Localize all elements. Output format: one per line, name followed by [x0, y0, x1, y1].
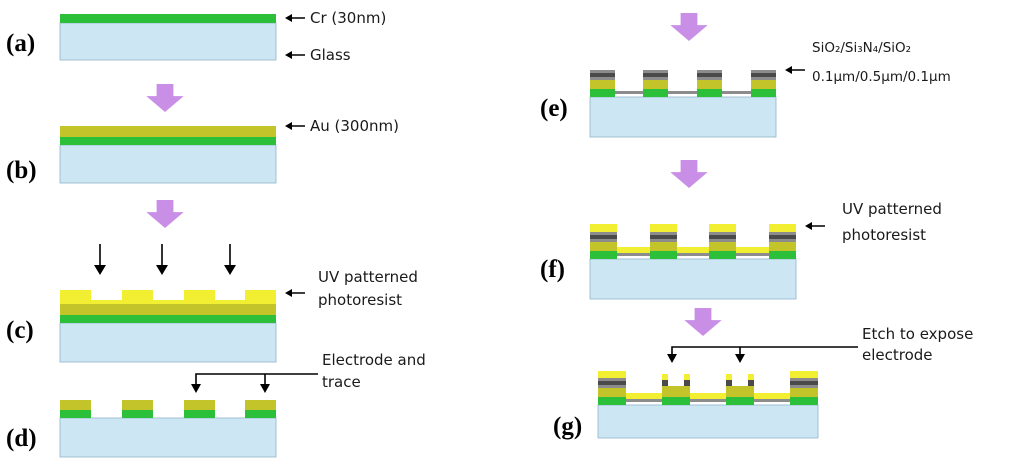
step-a: (a) Cr (30nm) Glass: [6, 9, 386, 64]
step-f-label: (f): [540, 256, 565, 283]
au-label: Au (300nm): [310, 117, 399, 135]
etched-electrodes: [598, 371, 818, 405]
glass-pointer: [285, 51, 305, 59]
glass-substrate: [589, 96, 777, 138]
step-a-label: (a): [6, 30, 35, 57]
gold-layer: [60, 126, 276, 137]
down-arrow-icon: [191, 384, 201, 393]
photoresist-c-label-line1: UV patterned: [318, 268, 418, 286]
glass-substrate: [589, 258, 797, 300]
photoresist-fill: [598, 393, 818, 399]
photoresist-f-label-line1: UV patterned: [842, 200, 942, 218]
step-g-label: (g): [553, 413, 582, 440]
gold-layer: [60, 304, 276, 315]
step-d: (d) Electrode and trace: [6, 351, 426, 458]
uv-exposure-arrows: [94, 244, 236, 275]
etch-label-line1: Etch to expose: [862, 325, 973, 343]
flow-arrow-icon: [670, 13, 708, 41]
photoresist-pattern: [60, 290, 276, 304]
flow-arrow-icon: [684, 308, 722, 336]
au-pointer: [285, 122, 305, 130]
step-e-label: (e): [540, 95, 568, 122]
glass-substrate: [59, 322, 277, 363]
photoresist-fill: [590, 247, 796, 253]
cr-pointer: [285, 14, 305, 22]
step-d-label: (d): [6, 425, 37, 452]
flow-arrow-icon: [146, 200, 184, 228]
down-arrow-icon: [94, 265, 106, 275]
glass-substrate: [59, 22, 277, 61]
step-b: (b) Au (300nm): [6, 117, 399, 184]
electrode-label-line1: Electrode and: [322, 351, 426, 369]
stack-label-line1: SiO₂/Si₃N₄/SiO₂: [812, 40, 911, 56]
chromium-layer: [60, 315, 276, 323]
down-arrow-icon: [667, 354, 677, 363]
down-arrow-icon: [156, 265, 168, 275]
electrode-label-line2: trace: [322, 373, 361, 391]
photoresist-c-pointer: [285, 289, 305, 297]
down-arrow-icon: [224, 265, 236, 275]
glass-substrate: [59, 144, 277, 184]
photoresist-f-label-line2: photoresist: [842, 226, 926, 244]
stack-label-line2: 0.1μm/0.5μm/0.1μm: [812, 69, 951, 85]
step-f: (f) UV patterned photoresist: [540, 200, 942, 300]
insulator-thin-layer: [598, 399, 818, 402]
glass-substrate: [597, 404, 819, 439]
electrode-pads: [60, 400, 276, 418]
electrode-pointer: [191, 373, 318, 393]
insulator-thin-layer: [590, 253, 796, 256]
step-g: (g) Etch to expose electrode: [553, 325, 973, 440]
step-c-label: (c): [6, 317, 34, 344]
flow-arrow-icon: [670, 160, 708, 188]
step-b-label: (b): [6, 157, 37, 184]
photoresist-f-pointer: [805, 222, 825, 230]
insulated-electrodes: [590, 70, 776, 97]
etch-label-line2: electrode: [862, 346, 933, 364]
chromium-layer: [60, 137, 276, 145]
glass-label: Glass: [310, 46, 351, 64]
down-arrow-icon: [260, 384, 270, 393]
step-e: (e) SiO₂/Si₃N₄/SiO₂ 0.1μm/0.5μm/0.1μm: [540, 40, 951, 138]
flow-arrow-icon: [146, 84, 184, 112]
photoresist-c-label-line2: photoresist: [318, 291, 402, 309]
chromium-layer: [60, 14, 276, 23]
step-c: (c) UV patterned photoresist: [6, 244, 418, 363]
insulator-thin-layer: [590, 91, 776, 94]
cr-label: Cr (30nm): [310, 9, 386, 27]
insulated-electrodes: [590, 224, 796, 259]
etch-pointer: [667, 346, 858, 363]
stack-pointer: [785, 66, 805, 74]
down-arrow-icon: [735, 354, 745, 363]
glass-substrate: [59, 417, 277, 458]
